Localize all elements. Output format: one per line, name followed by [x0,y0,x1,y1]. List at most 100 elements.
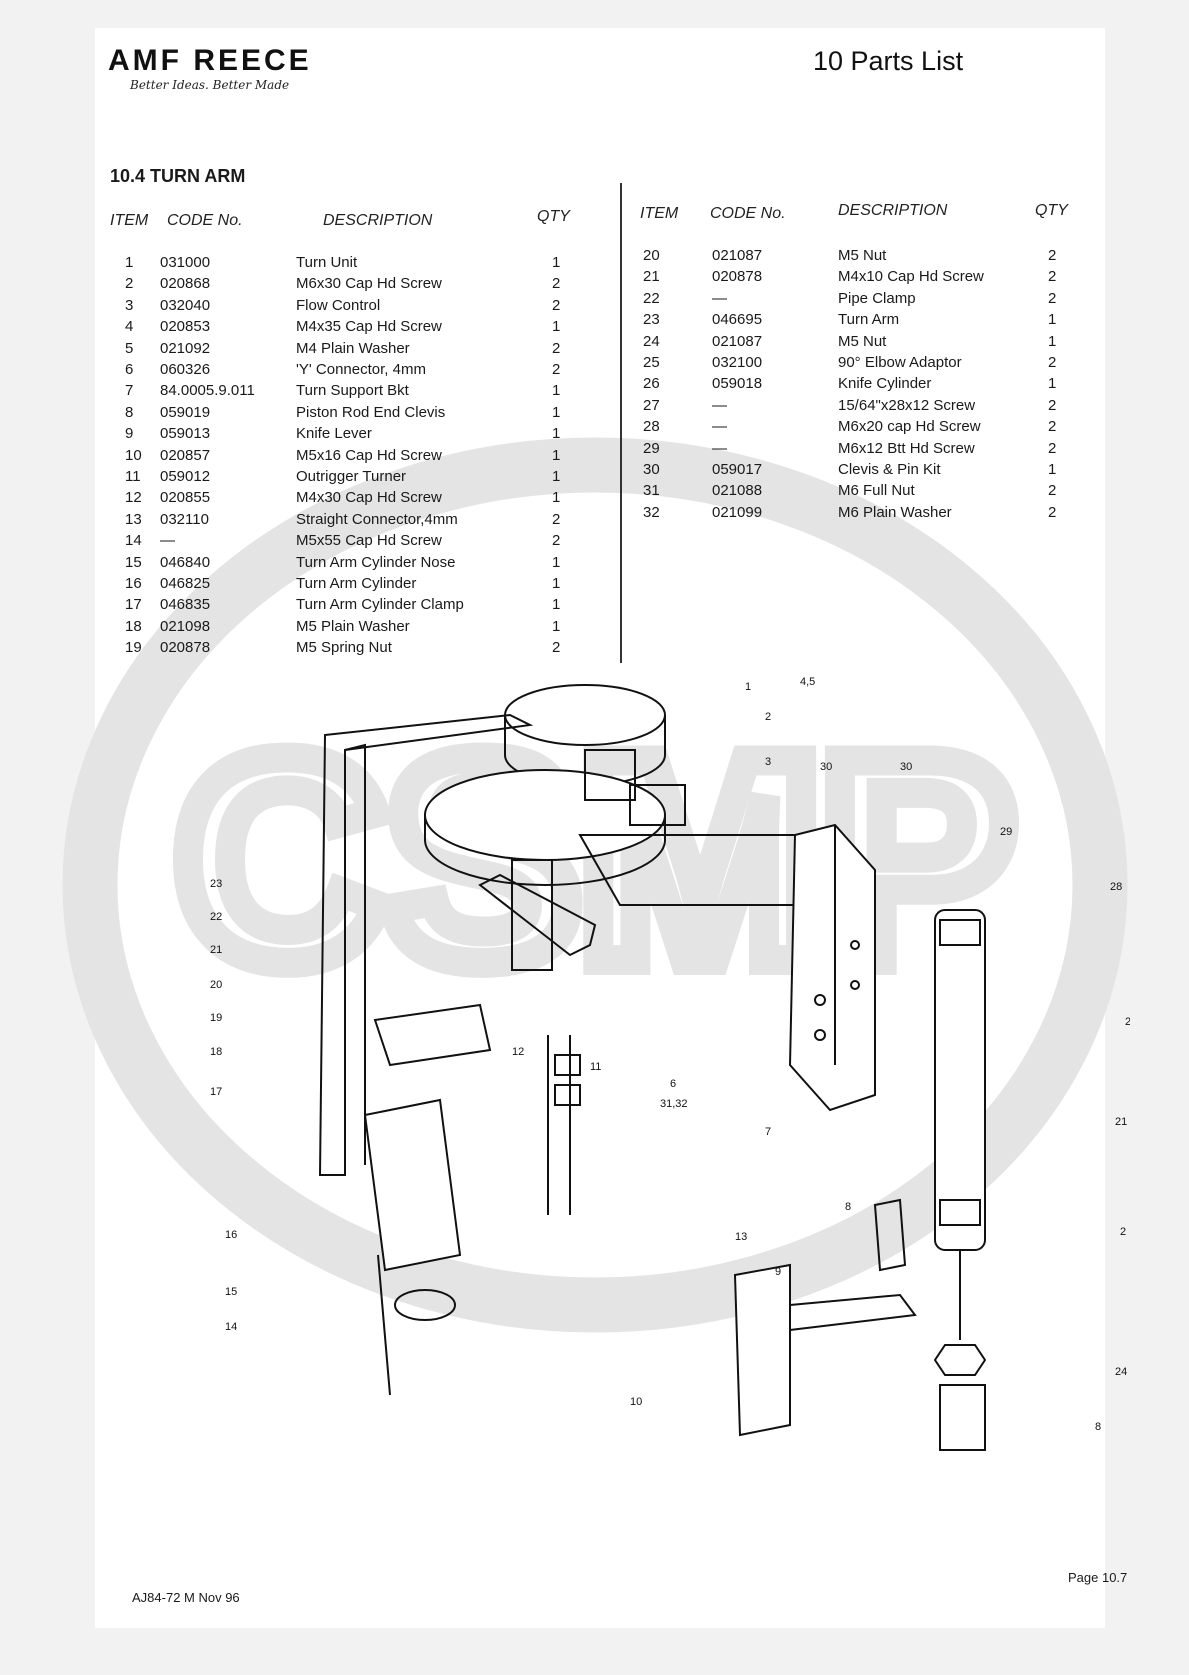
callout-label: 21 [210,944,222,956]
cell-qty: 2 [1048,482,1057,500]
cell-item: 15 [125,553,142,571]
cell-qty: 2 [1048,268,1057,286]
cell-code: 059019 [160,403,211,421]
cell-desc: M6x12 Btt Hd Screw [838,439,975,457]
right-header-description: DESCRIPTION [838,202,948,219]
cell-code: 032040 [160,296,211,314]
callout-label: 30 [820,761,832,773]
callout-label: 12 [512,1046,524,1058]
cell-desc: M5 Plain Washer [296,617,410,635]
cell-code: 020855 [160,489,211,507]
document-title: 10 Parts List [813,46,964,76]
cell-qty: 1 [552,425,561,443]
callout-label: 2 [1120,1226,1126,1238]
cell-code: 059012 [160,468,211,485]
cell-qty: 2 [1048,439,1057,457]
cell-desc: Clevis & Pin Kit [838,461,941,478]
cell-code: 020868 [160,275,211,293]
cylinder-nose-part [394,1289,456,1321]
cell-code: 020878 [712,268,763,286]
clevis-part [939,1384,986,1451]
cell-qty: 2 [552,639,561,657]
cell-item: 6 [125,361,134,378]
cell-desc: M5x16 Cap Hd Screw [296,446,442,464]
cell-code: 021098 [160,617,211,635]
cell-desc: Pipe Clamp [838,289,916,307]
spindle-part [511,859,553,971]
cell-code: 046840 [160,553,211,571]
cell-code: 031000 [160,254,211,271]
column-divider [620,183,622,663]
cell-code: 032110 [160,510,209,528]
cell-code: 032100 [712,354,763,371]
straight-connector-part [554,1054,581,1076]
cell-code: 060326 [160,361,211,378]
cell-item: 9 [125,425,134,443]
cell-code: 84.0005.9.011 [160,382,255,400]
cell-desc: M5 Spring Nut [296,639,392,657]
cell-item: 5 [125,339,134,357]
cell-code: 021087 [712,332,763,350]
cell-item: 30 [643,461,660,478]
callout-label: 19 [210,1012,222,1024]
cell-desc: 'Y' Connector, 4mm [296,361,426,378]
knife-cylinder-part [933,909,987,1376]
right-header-item: ITEM [640,205,679,222]
cell-qty: 1 [1048,332,1057,350]
cell-item: 27 [643,396,660,414]
section-title: 10.4 TURN ARM [110,166,246,186]
cell-qty: 2 [1048,396,1057,414]
cell-desc: 90° Elbow Adaptor [838,354,962,371]
cell-code: 059013 [160,425,211,443]
cell-qty: 2 [552,510,561,528]
cell-desc: Piston Rod End Clevis [296,403,446,421]
company-logo: AMF REECE Better Ideas. Better Made [108,44,338,104]
cell-desc: M4x30 Cap Hd Screw [296,489,442,507]
cell-item: 26 [643,375,660,393]
straight-connector-part-2 [554,1084,581,1106]
cell-qty: 2 [1048,289,1057,307]
cell-item: 13 [125,510,142,528]
cell-code: 020853 [160,318,211,336]
cell-qty: 1 [1048,461,1057,478]
cell-desc: Knife Lever [296,425,372,443]
cell-qty: 1 [552,446,561,464]
small-clevis-part [873,1198,907,1272]
cell-item: 22 [643,289,660,307]
cell-qty: 1 [552,254,561,271]
cell-item: 21 [643,268,660,286]
cell-code: — [712,439,727,457]
cell-item: 2 [125,275,134,293]
cell-code: 020857 [160,446,211,464]
cell-qty: 1 [552,403,561,421]
cell-code: 046695 [712,311,763,329]
cell-item: 24 [643,332,660,350]
cell-code: 059017 [712,461,763,478]
left-header-qty: QTY [537,208,570,225]
cell-code: 059018 [712,375,763,393]
cell-desc: Turn Arm Cylinder [296,575,417,592]
cell-qty: 1 [1048,311,1057,329]
turn-unit-part [424,684,686,886]
cylinder-clamp-part [373,1003,492,1067]
cell-qty: 2 [552,275,561,293]
cell-item: 31 [643,482,660,500]
cell-qty: 1 [552,617,561,635]
cell-qty: 2 [552,532,561,550]
cell-desc: M6x20 cap Hd Screw [838,418,981,436]
cell-qty: 1 [552,318,561,336]
cell-desc: 15/64"x28x12 Screw [838,396,976,414]
turn-arm-part [318,713,534,1176]
cell-code: 046825 [160,575,211,592]
turn-arm-cylinder-part [363,1098,462,1272]
cell-item: 1 [125,254,134,271]
cell-code: — [712,418,727,436]
cell-qty: 2 [1048,503,1057,521]
cell-desc: Turn Arm [838,311,900,329]
cell-qty: 1 [552,575,561,592]
cell-item: 11 [125,468,141,485]
cell-code: 020878 [160,639,211,657]
cell-item: 20 [643,247,660,264]
cell-item: 4 [125,318,134,336]
